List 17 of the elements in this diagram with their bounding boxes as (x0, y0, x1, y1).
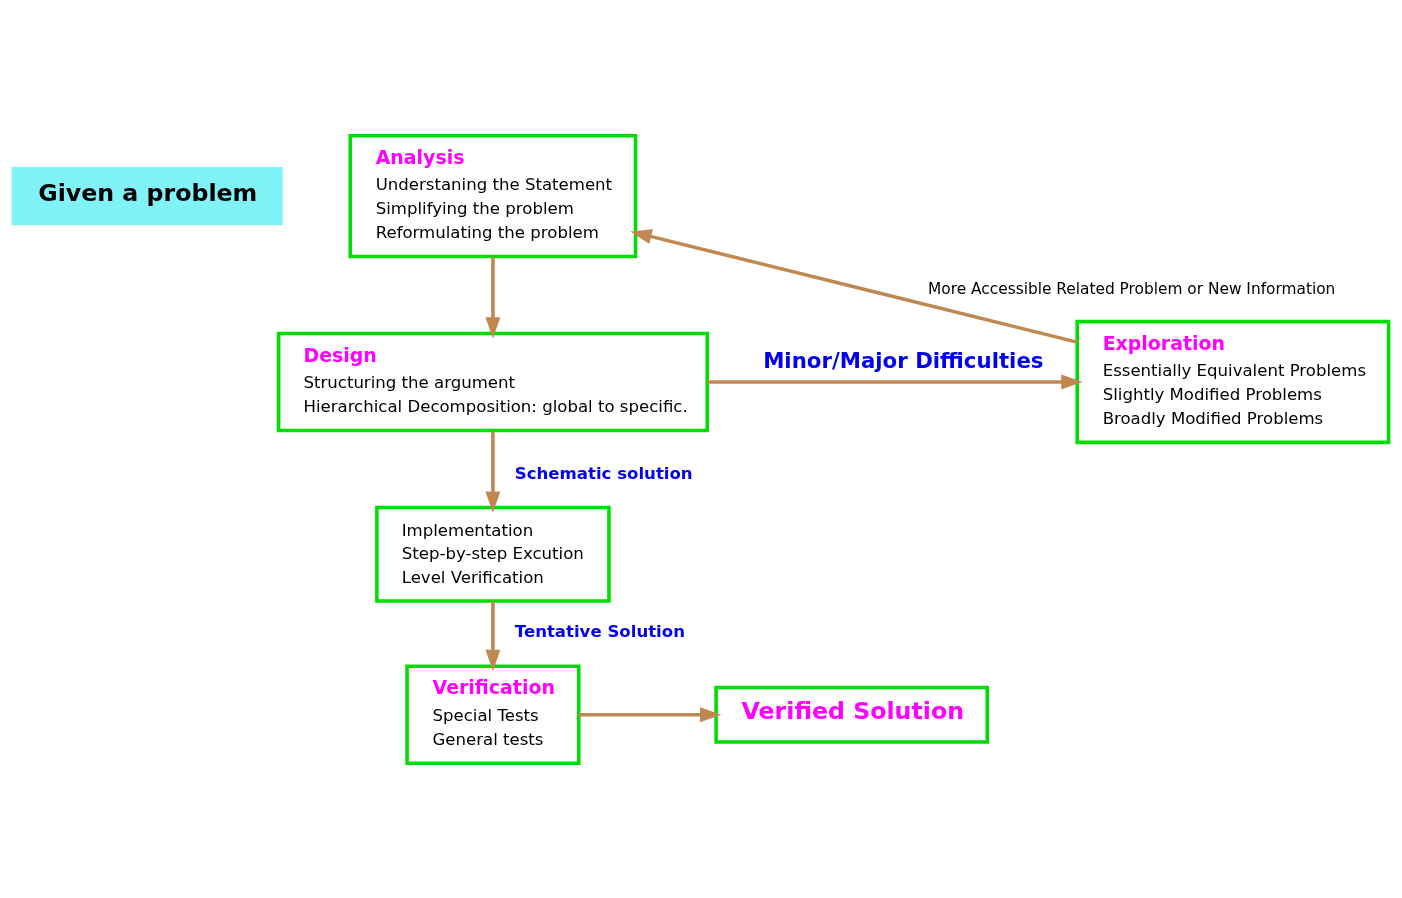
node-box: Exploration Essentially Equivalent Problems Slightly Modified Problems Broadly Modified Problems (1075, 319, 1391, 444)
arrow (707, 374, 1083, 389)
arrow (485, 256, 501, 339)
arrow (485, 600, 501, 671)
node-box: Verified Solution (714, 685, 989, 744)
node-box: Implementation Step-by-step Excution Level Verification (375, 505, 611, 603)
arrow (579, 706, 722, 722)
edge-label: Tentative Solution (514, 621, 685, 641)
node-box: Verification Special Tests General tests (405, 663, 581, 765)
edge-label: Minor/Major Difficulties (763, 347, 1044, 373)
arrow (630, 228, 1078, 344)
node-box: Design Structuring the argument Hierarchical Decomposition: global to specific. (276, 331, 709, 432)
node-box: Given a problem (11, 166, 283, 225)
edge-label: More Accessible Related Problem or New Information (928, 279, 1336, 298)
node-box: Analysis Understaning the Statement Simplifying the problem Reformulating the problem (348, 133, 638, 258)
arrow (485, 430, 501, 513)
edge-label: Schematic solution (514, 463, 693, 483)
